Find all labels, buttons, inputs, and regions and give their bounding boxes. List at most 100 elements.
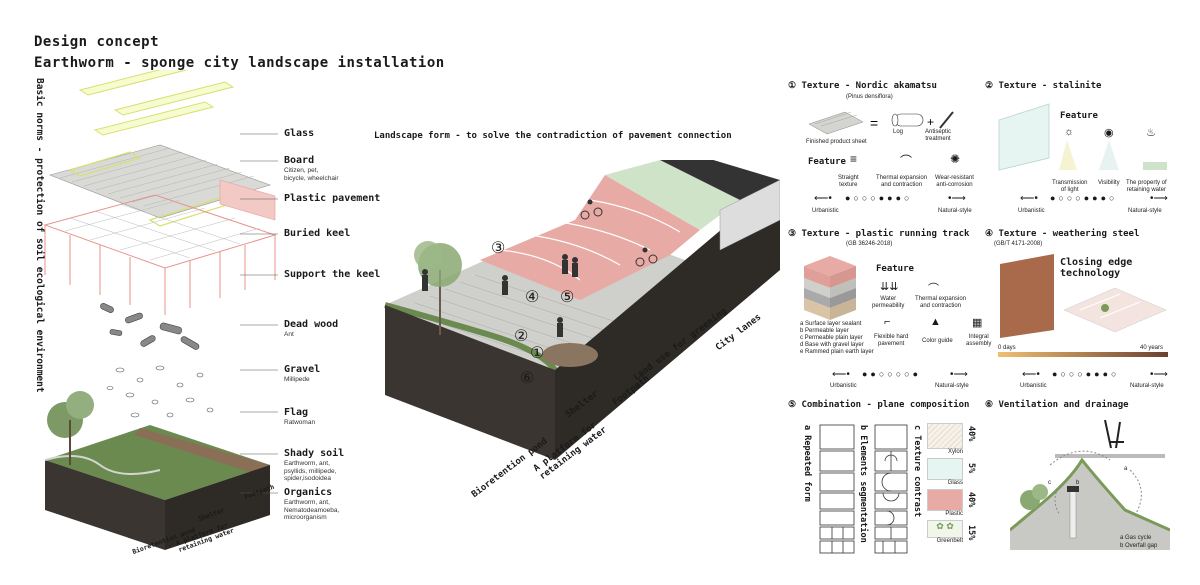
layer-label: Shady soil (284, 448, 345, 459)
mat-pct: 40% (966, 426, 976, 442)
page-title: Design concept (34, 34, 160, 50)
panel3-f5: Integral assembly (966, 334, 992, 347)
elements-segmentation-grid (874, 424, 908, 554)
layer-label: Board (284, 155, 315, 166)
panel3-std: (GB 36246-2018) (846, 241, 893, 247)
panel6-title: ⑥ Ventilation and drainage (985, 400, 1129, 410)
glass-swatch (927, 458, 963, 480)
xylon-swatch (927, 423, 963, 449)
tree-icon: •⟶ (1150, 369, 1168, 380)
panel6-c: c (1048, 480, 1051, 486)
dead-wood-layer (100, 303, 200, 350)
mat-pct: 5% (966, 463, 976, 474)
panel4-left: Urbanistic (1020, 383, 1047, 389)
panel1-treat: Antiseptic treatment (925, 129, 952, 142)
panel3-f2: Thermal expansion and contraction (915, 296, 967, 309)
panel5-title: ⑤ Combination - plane composition (788, 400, 970, 410)
color-guide-icon: ▲ (930, 316, 941, 328)
scale-dots: ●○○○●●●○ (845, 193, 913, 203)
layer-label: Plastic pavement (284, 193, 381, 204)
person-icon: ⟵• (814, 193, 832, 204)
panel1-f1: Straight texture (838, 175, 859, 188)
assembly-icon: ▦ (972, 317, 983, 329)
mat-name: Xylon (947, 449, 963, 455)
leader-lines (240, 133, 278, 494)
plastic-swatch (927, 489, 963, 511)
panel2-feature: Feature (1060, 111, 1098, 121)
panel1-f2: Thermal expansion and contraction (876, 175, 928, 188)
panel3-title: ③ Texture - plastic running track (788, 229, 970, 239)
panel1-log: Log (893, 129, 904, 135)
shoe-icon: ⌐ (884, 316, 891, 328)
marker: ② (514, 328, 529, 345)
panel3-f1: Water permeability (872, 296, 905, 309)
layer-note: Earthworm, ant, psyllids, millipede, spi… (284, 460, 337, 482)
panel1-latin: (Pinus densiflora) (846, 94, 893, 100)
drop-icon: ♨ (1146, 127, 1156, 139)
panel1-f3: Wear-resistant anti-corrosion (935, 175, 974, 188)
panel2-right: Natural-style (1128, 208, 1162, 214)
tree-icon: •⟶ (1150, 193, 1168, 204)
panel2-f3: The property of retaining water (1126, 180, 1167, 193)
tree-icon: •⟶ (950, 369, 968, 380)
layer-note: Ratwoman (284, 419, 316, 426)
panel2-f2: Visibility (1098, 180, 1120, 186)
marker: ⑥ (520, 370, 535, 387)
panel2-f1: Transmission of light (1052, 180, 1088, 193)
mat-pct: 15% (966, 525, 976, 541)
weathering-steel-illustration (1000, 254, 1054, 338)
panel3-legend: a Surface layer sealant b Permeable laye… (800, 321, 874, 356)
weathering-timeline (998, 352, 1168, 357)
scale-dots: ●●○○○○● (862, 369, 922, 379)
eye-icon: ◉ (1104, 127, 1114, 139)
texture-swatches: Xylon Glass Plastic ✿ ✿ Greenbelt (927, 423, 963, 545)
landscape-title: Landscape form - to solve the contradict… (374, 131, 732, 141)
panel6-legend-b: b Overfall gap (1120, 543, 1158, 549)
panel2-title: ② Texture - stalinite (985, 81, 1102, 91)
wear-icon: ✺ (950, 152, 961, 166)
glass-layer (78, 70, 235, 136)
panel2-left: Urbanistic (1018, 208, 1045, 214)
legend-item: b Permeable layer (800, 328, 849, 334)
panel5-c: c Texture contrast (912, 425, 922, 518)
panel6-legend-a: a Gas cycle (1120, 535, 1152, 541)
marker: ④ (525, 289, 540, 306)
gravel-layer (106, 365, 214, 418)
panel1-product: Finished product sheet (806, 139, 867, 145)
greenbelt-swatch: ✿ ✿ (927, 520, 963, 538)
legend-item: e Rammed plain earth layer (800, 349, 874, 355)
panel1-right: Natural-style (938, 208, 972, 214)
layer-label: Organics (284, 487, 333, 498)
panel1-feature: Feature (808, 157, 846, 167)
water-icon: ⇊⇊ (880, 281, 899, 293)
panel6-a: a (1124, 466, 1128, 472)
panel4-t0: 0 days (998, 345, 1016, 351)
layer-label: Dead wood (284, 319, 339, 330)
layer-label: Gravel (284, 364, 321, 375)
tree-icon: •⟶ (948, 193, 966, 204)
person-icon: ⟵• (1020, 193, 1038, 204)
mat-name: Plastic (945, 511, 963, 517)
person-icon: ⟵• (1022, 369, 1040, 380)
side-note: Basic norms - protection of soil ecologi… (34, 78, 45, 393)
panel1-title: ① Texture - Nordic akamatsu (788, 81, 937, 91)
running-track-layers-illustration (804, 256, 856, 320)
mat-name: Glass (947, 480, 963, 486)
legend-item: c Permeable plain layer (800, 335, 863, 341)
panel3-f3: Flexible hard pavement (874, 334, 909, 347)
plastic-pavement-layer (219, 179, 276, 221)
panel2-feature-illustration (1059, 140, 1167, 170)
panel4-title: ④ Texture - weathering steel (985, 229, 1140, 239)
panel6-b: b (1076, 480, 1080, 486)
mat-pct: 40% (966, 492, 976, 508)
exploded-layers-illustration (43, 70, 277, 550)
layer-note: Millipede (284, 376, 310, 383)
marker: ① (530, 345, 545, 362)
svg-text:=: = (870, 115, 878, 131)
panel4-std: (GB/T 4171-2008) (994, 241, 1043, 247)
thermal-icon: ⌒ (900, 154, 913, 168)
sun-icon: ☼ (1064, 126, 1075, 138)
repeated-form-grid (819, 424, 855, 554)
marker: ③ (491, 240, 506, 257)
closing-edge-illustration (1063, 287, 1167, 333)
